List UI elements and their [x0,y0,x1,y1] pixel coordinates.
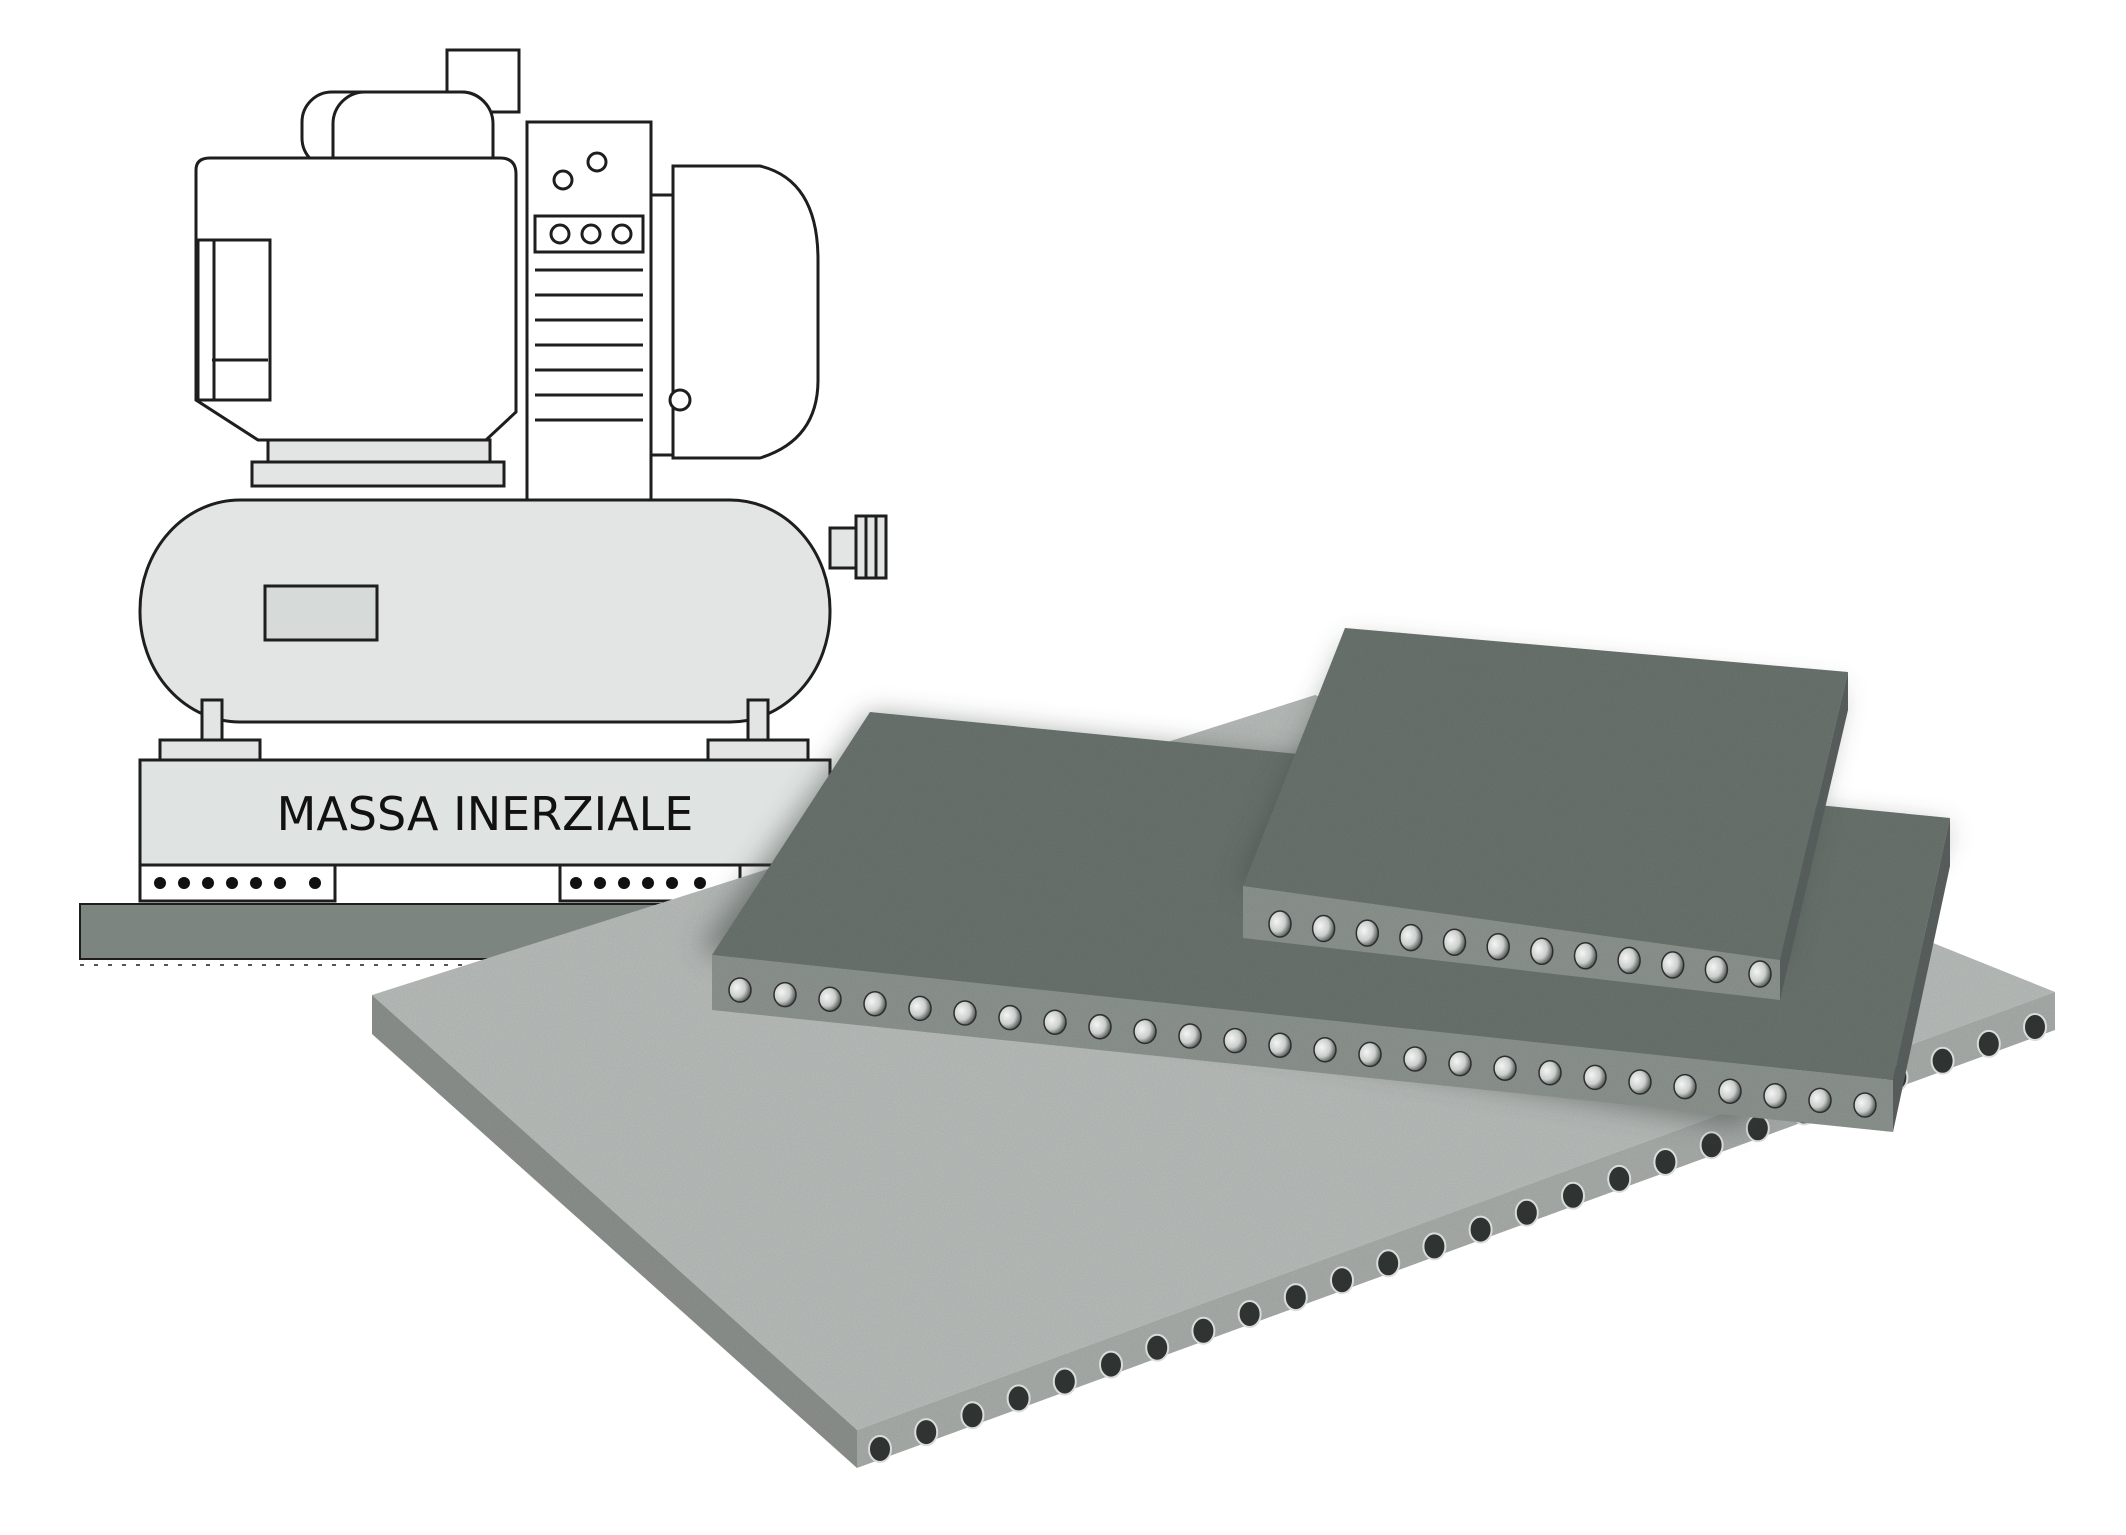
panel-hole [1283,1283,1308,1312]
panel-hole [908,995,932,1022]
panel-hole [1043,1009,1067,1035]
panel-hole [1330,1266,1354,1295]
panel-hole [1808,1087,1832,1114]
panel-hole [1052,1367,1077,1396]
panel-hole [1223,1027,1247,1054]
small-panel-holes [1268,910,1772,988]
panel-hole [1514,1198,1539,1227]
panel-hole [1763,1083,1787,1109]
medium-panel-holes [728,977,1877,1118]
panel-hole [1313,1037,1337,1063]
panel-hole [1268,1032,1292,1058]
panel-hole [1538,1060,1562,1086]
panel-hole [1653,1148,1678,1176]
panel-hole [1748,960,1772,988]
panel-hole [1704,955,1729,984]
panel-hole [868,1435,892,1463]
panel-hole [1561,1181,1585,1210]
panel-hole [1699,1131,1724,1160]
panel-hole [2023,1013,2047,1041]
panel-hole [1268,910,1292,938]
panel-hole [1006,1384,1031,1413]
panel-hole [1178,1023,1202,1049]
panel-hole [1853,1092,1877,1118]
panel-hole [863,991,887,1017]
panel-hole [1133,1018,1157,1045]
small-panel [1243,628,1848,1000]
panel-hole [1376,1249,1401,1278]
panel-hole [1745,1114,1770,1143]
panel-hole [1088,1014,1112,1040]
panel-hole [1628,1069,1652,1095]
panel-hole [1442,928,1467,956]
panel-hole [1607,1164,1632,1193]
panel-hole [1422,1232,1447,1261]
panel-hole [1237,1300,1262,1328]
panel-hole [953,1000,977,1026]
panel-hole [1468,1215,1493,1244]
panel-hole [1673,1073,1697,1100]
panel-hole [1355,919,1380,947]
panel-hole [1583,1064,1607,1091]
panel-hole [914,1418,939,1447]
panel-hole [1486,932,1510,961]
panel-hole [728,977,752,1003]
inertial-mass-label: MASSA INERZIALE [277,787,694,841]
panel-hole [998,1004,1022,1031]
panel-hole [1530,937,1554,966]
compressor-machine-icon [138,48,888,903]
anti-vibration-pad-holes [154,877,706,889]
panel-hole [960,1401,985,1430]
panel-hole [1191,1316,1216,1345]
panel-hole [1403,1046,1427,1072]
panel-hole [1930,1046,1955,1075]
panel-hole [1399,923,1423,952]
panel-hole [1617,946,1641,975]
panel-hole [1660,951,1685,979]
panel-hole [1976,1029,2001,1058]
panel-hole [1099,1350,1123,1379]
panel-hole [1448,1050,1472,1077]
panel-hole [1145,1333,1170,1362]
panel-hole [818,986,842,1012]
panel-hole [1358,1041,1382,1068]
panel-hole [773,981,797,1008]
panel-hole [1311,914,1336,943]
panel-hole [1493,1055,1517,1081]
panel-hole [1718,1078,1742,1104]
panel-hole [1573,942,1598,970]
